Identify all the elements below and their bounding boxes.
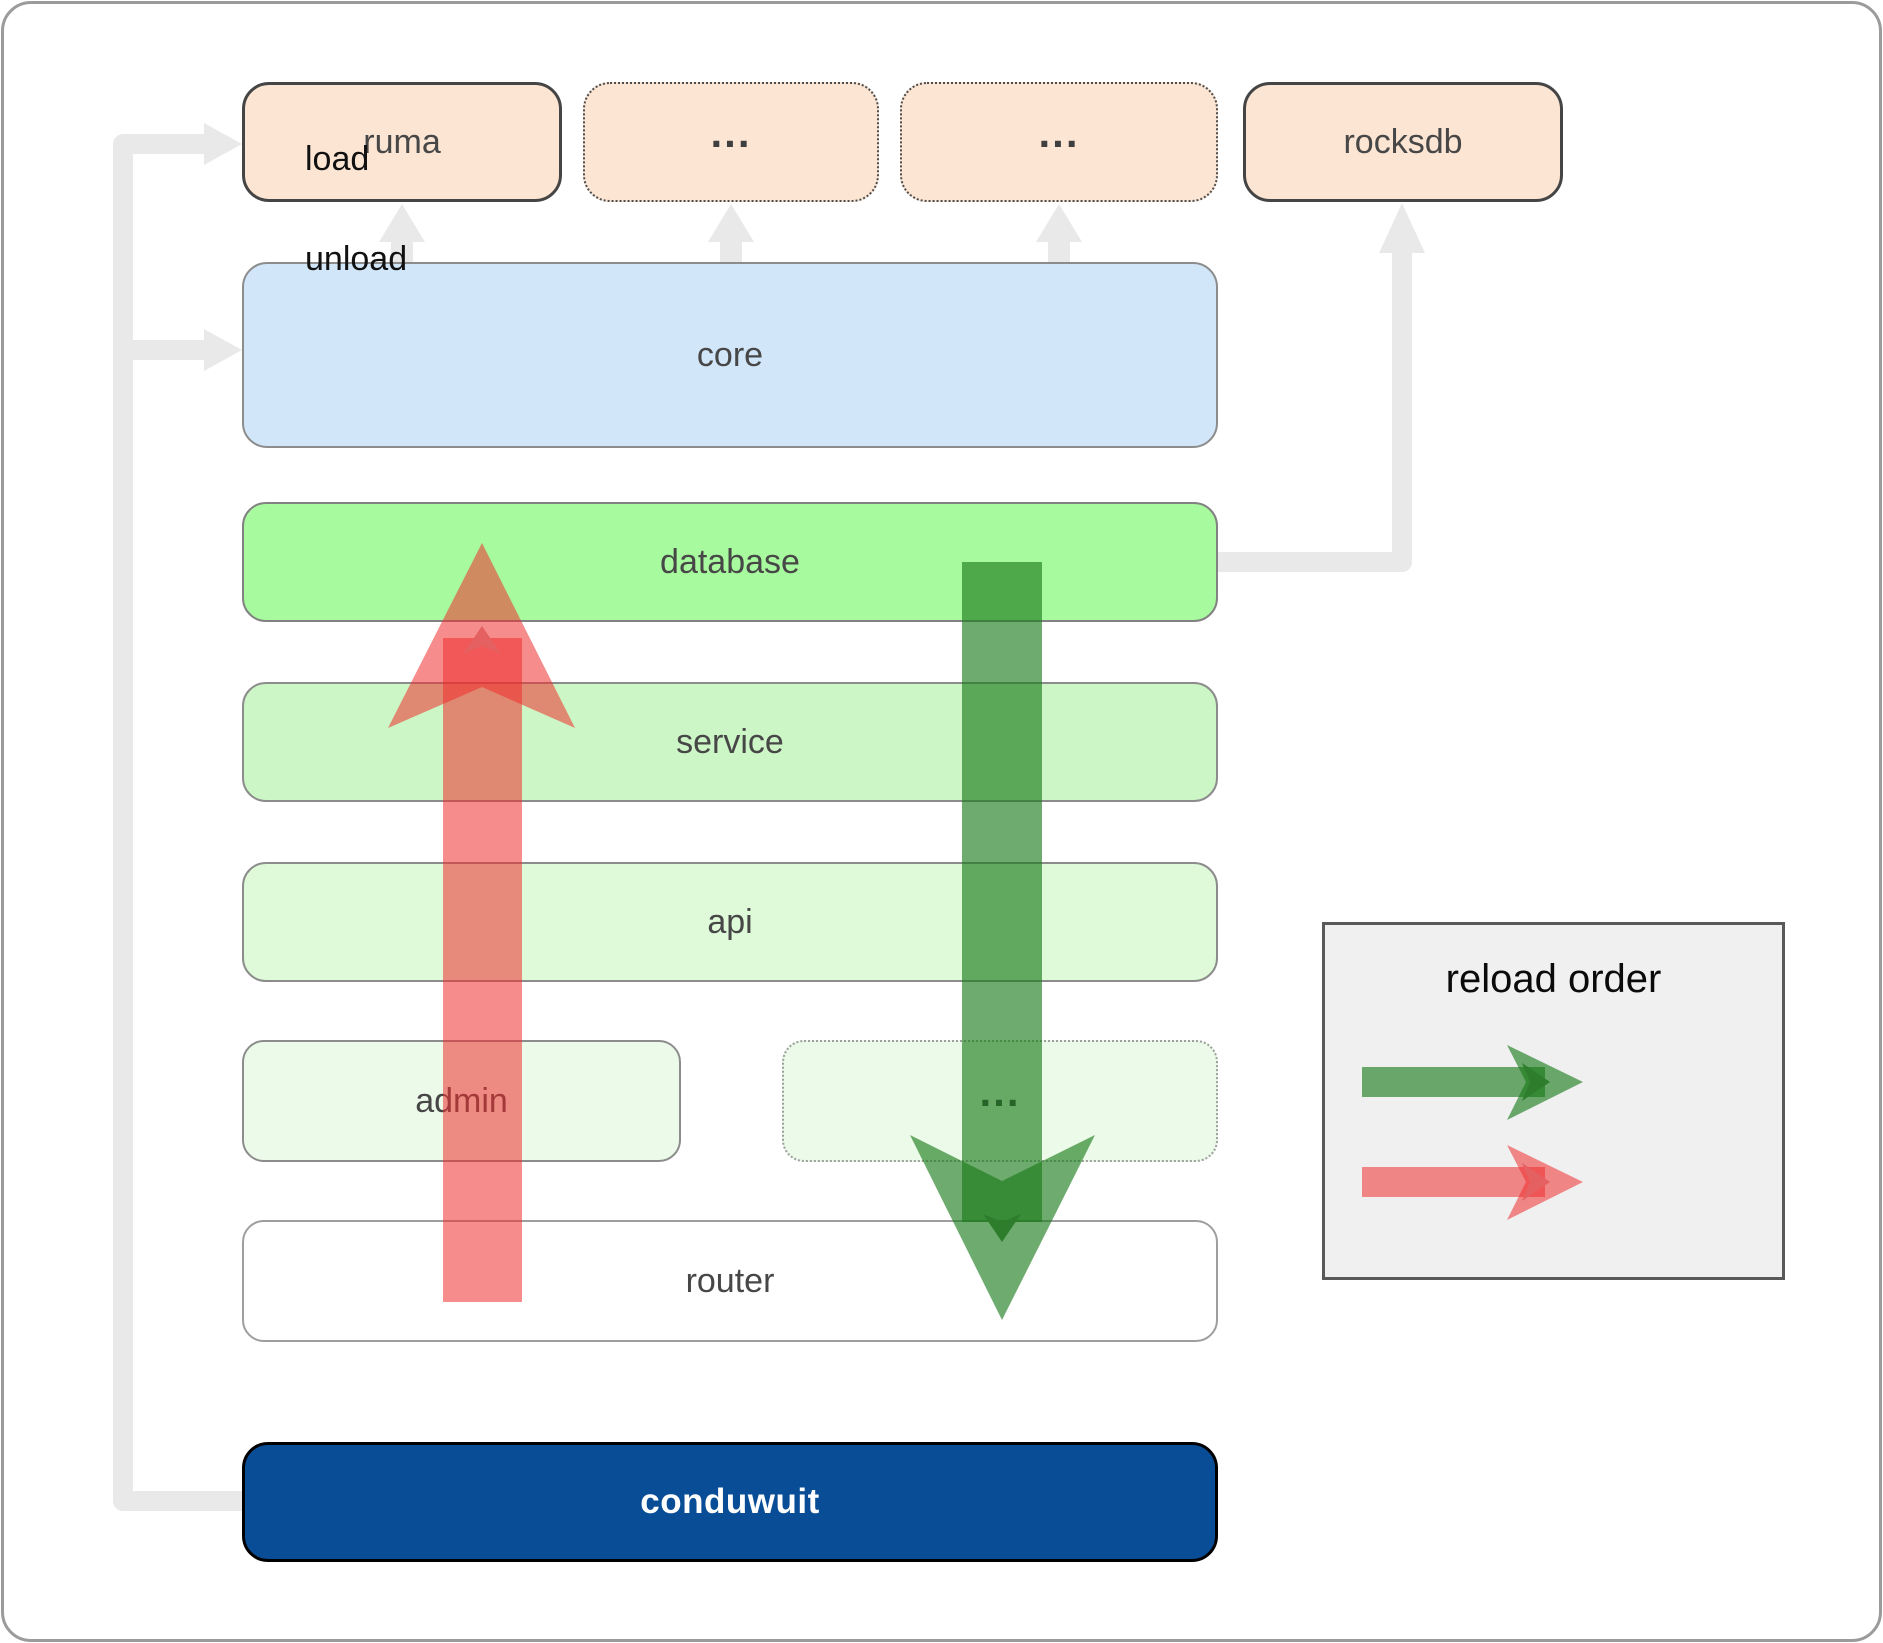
node-rocksdb: rocksdb [1243, 82, 1563, 202]
node-database-label: database [660, 542, 800, 581]
node-admin-label: admin [415, 1081, 508, 1120]
node-service-label: service [676, 722, 784, 761]
node-core: core [242, 262, 1218, 448]
connector-conduwuit-to-ruma [113, 134, 252, 1511]
node-api: api [242, 862, 1218, 982]
arrowhead-up-ellipsis1-icon [708, 204, 754, 242]
node-ellipsis-3-label: ... [979, 1068, 1021, 1115]
node-admin: admin [242, 1040, 681, 1162]
node-ellipsis-2: ... [900, 82, 1218, 202]
legend-title: reload order [1445, 957, 1662, 1001]
arrowhead-into-ruma-icon [204, 123, 242, 165]
node-core-label: core [696, 335, 764, 374]
node-conduwuit-label: conduwuit [640, 1482, 820, 1521]
node-router-label: router [685, 1261, 775, 1300]
node-api-label: api [707, 902, 753, 941]
node-database: database [242, 502, 1218, 622]
legend-label-unload: unload [305, 240, 408, 278]
legend-label-load: load [305, 140, 370, 178]
legend: reload order [1322, 922, 1785, 1280]
node-ruma: ruma [242, 82, 562, 202]
connector-database-to-rocksdb [1218, 251, 1412, 572]
node-rocksdb-label: rocksdb [1343, 122, 1463, 161]
node-ellipsis-3: ... [782, 1040, 1218, 1162]
arrowhead-into-core-icon [204, 329, 242, 371]
arrowhead-into-rocksdb-icon [1379, 203, 1425, 253]
arrowhead-up-ruma-icon [379, 204, 425, 242]
node-ellipsis-1-label: ... [710, 109, 752, 156]
node-ruma-label: ruma [363, 122, 441, 161]
node-service: service [242, 682, 1218, 802]
node-ellipsis-2-label: ... [1038, 109, 1080, 156]
node-conduwuit: conduwuit [242, 1442, 1218, 1562]
node-ellipsis-1: ... [583, 82, 879, 202]
arrowhead-up-ellipsis2-icon [1036, 204, 1082, 242]
node-router: router [242, 1220, 1218, 1342]
